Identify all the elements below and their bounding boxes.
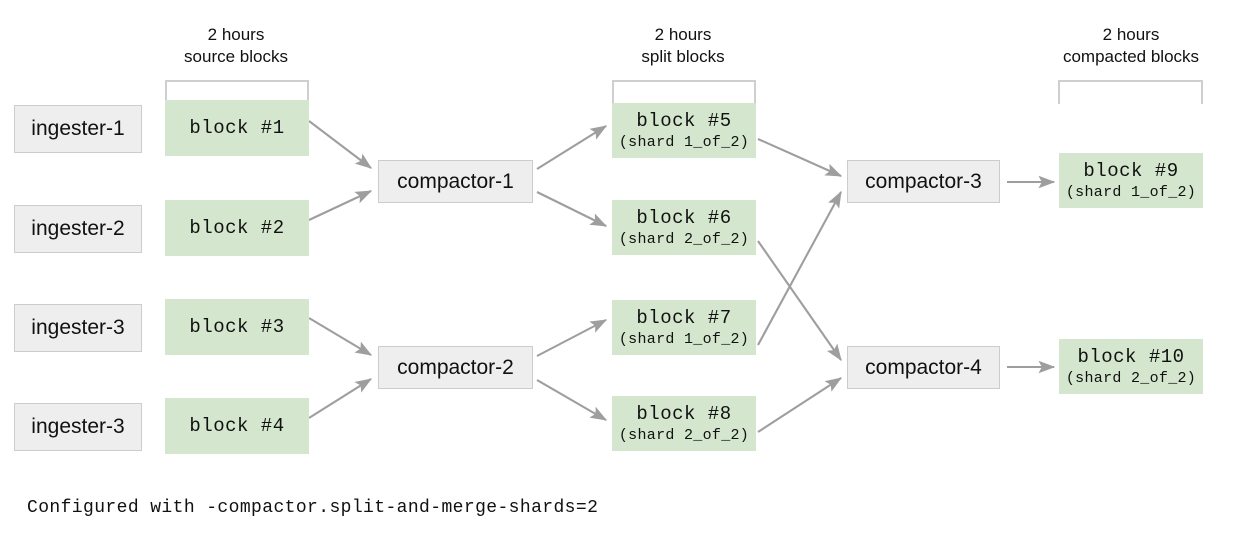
group-label-source-line2: source blocks <box>184 47 288 66</box>
block-shard: (shard 1_of_2) <box>618 134 750 151</box>
block-shard: (shard 2_of_2) <box>618 427 750 444</box>
ingester-label: ingester-3 <box>31 415 125 438</box>
edge-block8-compactor4 <box>757 377 843 433</box>
compactor-label: compactor-4 <box>865 355 982 379</box>
group-label-split-line1: 2 hours <box>654 25 712 44</box>
ingester-node-4[interactable]: ingester-3 <box>14 403 142 451</box>
compactor-label: compactor-3 <box>865 169 982 193</box>
block-title: block #7 <box>636 307 732 329</box>
split-block-8[interactable]: block #8 (shard 2_of_2) <box>612 396 756 451</box>
edge-block2-compactor1 <box>308 190 373 221</box>
group-label-compacted-line2: compacted blocks <box>1062 47 1200 66</box>
block-title: block #10 <box>1077 346 1185 368</box>
block-shard: (shard 2_of_2) <box>1065 370 1197 387</box>
edge-block5-compactor3 <box>757 138 843 177</box>
split-block-5[interactable]: block #5 (shard 1_of_2) <box>612 103 756 158</box>
split-block-7[interactable]: block #7 (shard 1_of_2) <box>612 300 756 355</box>
edge-block7-compactor3 <box>757 190 842 346</box>
edge-compactor2-block8 <box>536 379 608 421</box>
edge-compactor1-block6 <box>536 191 608 227</box>
group-label-source: 2 hours source blocks <box>156 24 316 68</box>
edge-block4-compactor2 <box>308 378 373 419</box>
edge-compactor2-block7 <box>536 319 608 357</box>
block-title: block #1 <box>189 117 285 139</box>
block-title: block #8 <box>636 403 732 425</box>
source-block-4[interactable]: block #4 <box>165 398 309 454</box>
group-label-compacted-line1: 2 hours <box>1102 25 1160 44</box>
bracket-source-blocks <box>165 80 309 104</box>
group-label-compacted: 2 hours compacted blocks <box>1045 24 1217 68</box>
group-label-source-line1: 2 hours <box>207 25 265 44</box>
ingester-label: ingester-2 <box>31 217 125 240</box>
ingester-node-1[interactable]: ingester-1 <box>14 105 142 153</box>
diagram-caption: Configured with -compactor.split-and-mer… <box>27 498 599 518</box>
compactor-node-4[interactable]: compactor-4 <box>847 346 1000 389</box>
edge-block1-compactor1 <box>308 120 373 169</box>
block-title: block #4 <box>189 415 285 437</box>
source-block-2[interactable]: block #2 <box>165 200 309 256</box>
block-title: block #5 <box>636 110 732 132</box>
block-title: block #3 <box>189 316 285 338</box>
source-block-1[interactable]: block #1 <box>165 100 309 156</box>
block-title: block #6 <box>636 207 732 229</box>
compactor-label: compactor-1 <box>397 169 514 193</box>
bracket-compacted-blocks <box>1058 80 1203 104</box>
edge-compactor1-block5 <box>536 125 608 170</box>
compactor-node-2[interactable]: compactor-2 <box>378 346 533 389</box>
block-title: block #9 <box>1083 160 1179 182</box>
block-title: block #2 <box>189 217 285 239</box>
group-label-split: 2 hours split blocks <box>603 24 763 68</box>
block-shard: (shard 2_of_2) <box>618 231 750 248</box>
source-block-3[interactable]: block #3 <box>165 299 309 355</box>
bracket-split-blocks <box>612 80 756 104</box>
ingester-node-2[interactable]: ingester-2 <box>14 205 142 253</box>
ingester-node-3[interactable]: ingester-3 <box>14 304 142 352</box>
compactor-node-1[interactable]: compactor-1 <box>378 160 533 203</box>
ingester-label: ingester-3 <box>31 316 125 339</box>
edge-block6-compactor4 <box>757 240 842 362</box>
compactor-node-3[interactable]: compactor-3 <box>847 160 1000 203</box>
compacted-block-9[interactable]: block #9 (shard 1_of_2) <box>1059 153 1203 208</box>
split-block-6[interactable]: block #6 (shard 2_of_2) <box>612 200 756 255</box>
block-shard: (shard 1_of_2) <box>618 331 750 348</box>
ingester-label: ingester-1 <box>31 117 125 140</box>
edge-block3-compactor2 <box>308 317 373 356</box>
block-shard: (shard 1_of_2) <box>1065 184 1197 201</box>
group-label-split-line2: split blocks <box>641 47 725 66</box>
compactor-label: compactor-2 <box>397 355 514 379</box>
compacted-block-10[interactable]: block #10 (shard 2_of_2) <box>1059 339 1203 394</box>
